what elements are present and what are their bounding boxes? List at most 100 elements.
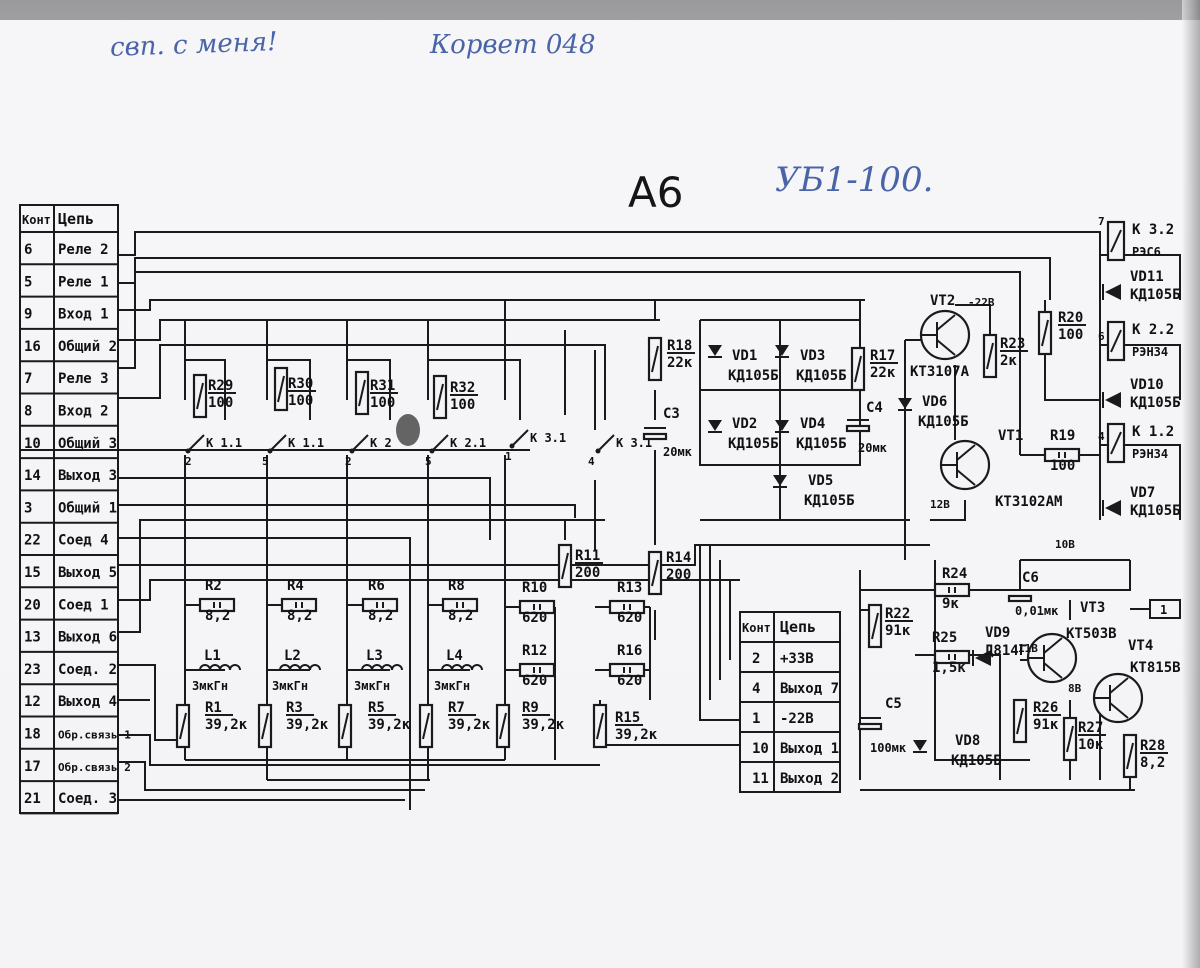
label-vd8: VD8	[955, 733, 980, 749]
power-pin-11: 11	[752, 771, 769, 787]
value-l1: 3мкГн	[192, 679, 228, 693]
connector-pin-21: 21	[24, 791, 41, 807]
value-r18: 22к	[667, 355, 693, 371]
value-r10: 620	[522, 610, 547, 626]
resistor-r19: R19 100	[1043, 428, 1081, 474]
connector-net-16: Общий 2	[58, 339, 117, 355]
scan-edge-shadow	[0, 0, 1200, 20]
connector-net-12: Выход 4	[58, 694, 117, 710]
connector-pin-14: 14	[24, 468, 41, 484]
label-l2: L2	[284, 648, 301, 664]
value-r14: 200	[666, 567, 691, 583]
label-r19: R19	[1050, 428, 1075, 444]
power-header-pin: Конт	[742, 621, 771, 635]
label-r3: R3	[286, 700, 303, 716]
value-r6: 8,2	[368, 608, 393, 624]
label-vt2: VT2	[930, 293, 955, 309]
label-r8: R8	[448, 578, 465, 594]
power-net-1: -22В	[780, 711, 814, 727]
switch-label-k11b: К 1.1	[288, 436, 324, 450]
connector-pin-12: 12	[24, 694, 41, 710]
relay-contact-k2: К 22	[345, 434, 392, 468]
label-vd9: VD9	[985, 625, 1010, 641]
value-l2: 3мкГн	[272, 679, 308, 693]
pin-mark-s5: 1	[505, 450, 512, 463]
relay-contact-k11b: К 1.1 5	[262, 434, 324, 468]
value-c3: 20мк	[663, 445, 693, 459]
label-r15: R15	[615, 710, 640, 726]
connector-pin-20: 20	[24, 597, 41, 613]
connector-net-9: Вход 1	[58, 307, 109, 323]
connector-pin-8: 8	[24, 404, 32, 420]
power-net-4: Выход 7	[780, 681, 839, 697]
connector-pin-10: 10	[24, 436, 41, 452]
value-vd7: КД105Б	[1130, 503, 1181, 519]
value-r4: 8,2	[287, 608, 312, 624]
value-k12: РЭН34	[1132, 447, 1168, 461]
value-r24: 9к	[942, 596, 959, 612]
value-k32: РЭС6	[1132, 245, 1161, 259]
pin-mark-s2: 5	[262, 455, 269, 468]
label-r2: R2	[205, 578, 222, 594]
value-r11: 200	[575, 565, 600, 581]
connector-net-20: Соед 1	[58, 597, 109, 613]
connector-net-14: Выход 3	[58, 468, 117, 484]
voltage-mark-12v: 12В	[930, 498, 950, 511]
value-vd10: КД105Б	[1130, 395, 1181, 411]
power-header-net: Цепь	[780, 618, 816, 636]
value-c4: 20мк	[858, 441, 888, 455]
value-r19: 100	[1050, 458, 1075, 474]
inductor-l2: L2 3мкГн	[272, 648, 321, 693]
board-title: А6	[628, 168, 684, 217]
value-vd4: КД105Б	[796, 436, 847, 452]
connector-net-17: Обр.связь 2	[58, 761, 131, 774]
label-vt4: VT4	[1128, 638, 1153, 654]
label-l3: L3	[366, 648, 383, 664]
label-r16: R16	[617, 643, 642, 659]
connector-pin-15: 15	[24, 565, 41, 581]
voltage-mark-8v: 8В	[1068, 682, 1082, 695]
value-r31: 100	[370, 395, 395, 411]
label-vd7: VD7	[1130, 485, 1155, 501]
label-vd1: VD1	[732, 348, 757, 364]
value-r27: 10к	[1078, 737, 1104, 753]
label-r23: R23	[1000, 336, 1025, 352]
pin-mark-vt4-tab: 1	[1160, 603, 1167, 617]
resistor-r6: R68,2	[361, 578, 399, 624]
capacitor-c6: C60,01мк	[1007, 570, 1059, 618]
label-r10: R10	[522, 580, 547, 596]
label-r14: R14	[666, 550, 691, 566]
handwritten-board-model: УБ1-100.	[775, 160, 934, 200]
connector-net-21: Соед. 3	[58, 791, 117, 807]
value-r15: 39,2к	[615, 727, 658, 743]
label-k12: К 1.2	[1132, 424, 1174, 440]
label-r12: R12	[522, 643, 547, 659]
value-l4: 3мкГн	[434, 679, 470, 693]
connector-header-net: Цепь	[58, 210, 94, 228]
label-vd6: VD6	[922, 394, 947, 410]
relay-contact-k31b: К 3.14	[588, 434, 652, 468]
label-c6: C6	[1022, 570, 1039, 586]
resistor-r8: R88,2	[441, 578, 479, 624]
label-r30: R30	[288, 376, 313, 392]
label-r27: R27	[1078, 720, 1103, 736]
